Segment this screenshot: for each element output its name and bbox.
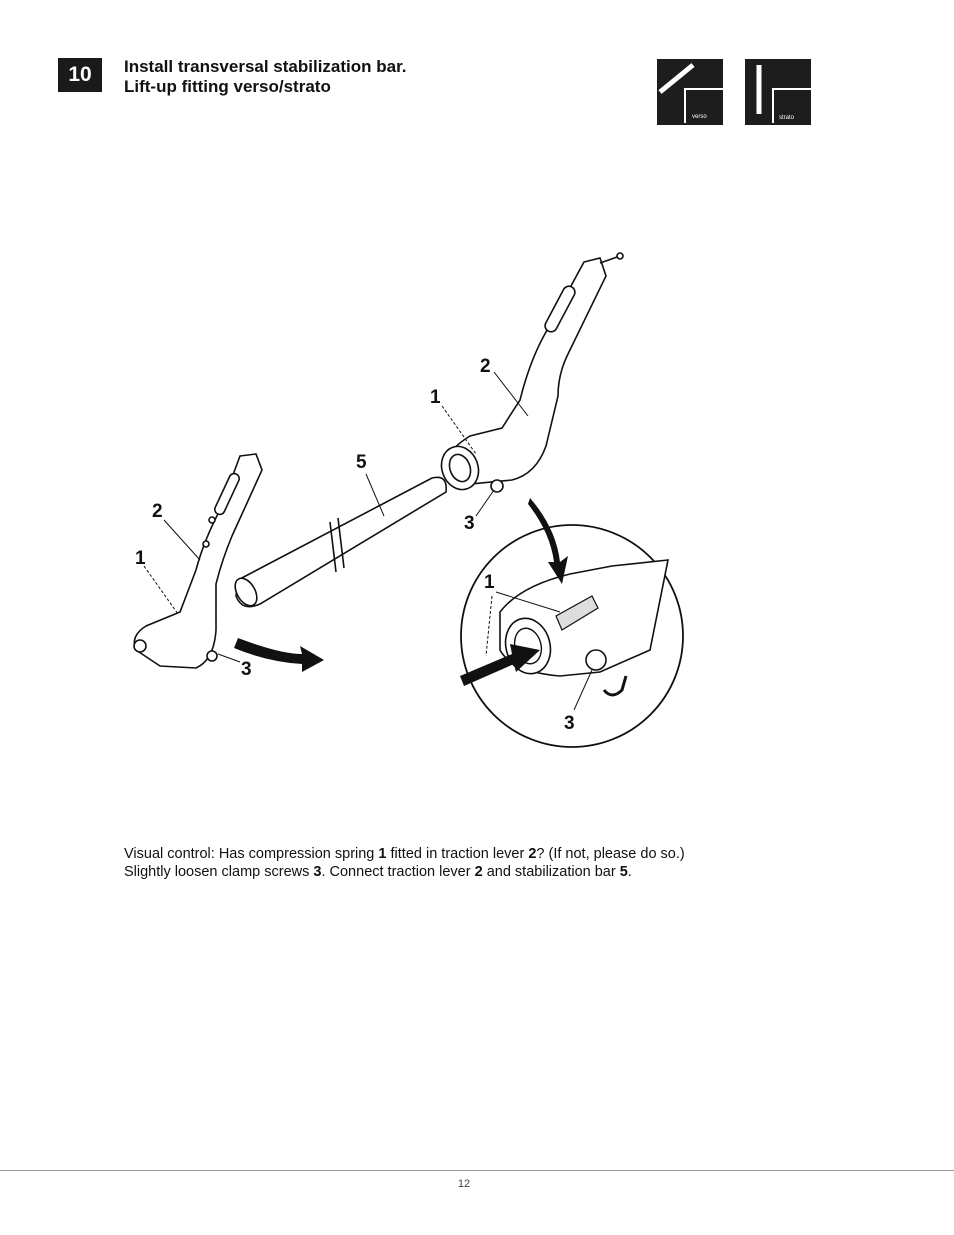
page-number: 12 bbox=[457, 1178, 471, 1190]
callout-upper-screw-3: 3 bbox=[464, 513, 475, 534]
instruction-line-1: Visual control: Has compression spring 1… bbox=[124, 846, 685, 862]
callout-left-screw-3: 3 bbox=[241, 659, 252, 680]
callout-detail-spring-1: 1 bbox=[484, 572, 495, 593]
callout-upper-lever-2: 2 bbox=[480, 356, 491, 377]
step-number-badge: 10 bbox=[58, 58, 102, 92]
strato-label: strato bbox=[779, 115, 795, 121]
callout-left-spring-1: 1 bbox=[135, 548, 146, 569]
motion-arrow-right bbox=[234, 638, 324, 672]
leader-lines bbox=[143, 371, 593, 711]
instruction-text: Visual control: Has compression spring 1… bbox=[124, 845, 685, 881]
callout-bar-5: 5 bbox=[356, 452, 367, 473]
page-title: Install transversal stabilization bar. L… bbox=[124, 57, 407, 97]
title-line-2: Lift-up fitting verso/strato bbox=[124, 77, 331, 96]
callout-upper-spring-1: 1 bbox=[430, 387, 441, 408]
upper-traction-lever bbox=[440, 252, 624, 493]
callout-detail-screw-3: 3 bbox=[564, 713, 575, 734]
strato-mode-icon: strato bbox=[745, 59, 811, 125]
left-traction-lever bbox=[133, 453, 263, 669]
title-line-1: Install transversal stabilization bar. bbox=[124, 57, 407, 76]
stabilization-bar bbox=[234, 476, 448, 608]
detail-magnifier bbox=[460, 498, 684, 748]
instruction-line-2: Slightly loosen clamp screws 3. Connect … bbox=[124, 864, 632, 880]
verso-label: verso bbox=[692, 114, 707, 120]
callout-left-lever-2: 2 bbox=[152, 501, 163, 522]
footer-divider bbox=[0, 1170, 954, 1171]
assembly-illustration: 2 1 5 3 2 1 3 1 3 bbox=[133, 252, 684, 748]
verso-mode-icon: verso bbox=[657, 59, 723, 125]
